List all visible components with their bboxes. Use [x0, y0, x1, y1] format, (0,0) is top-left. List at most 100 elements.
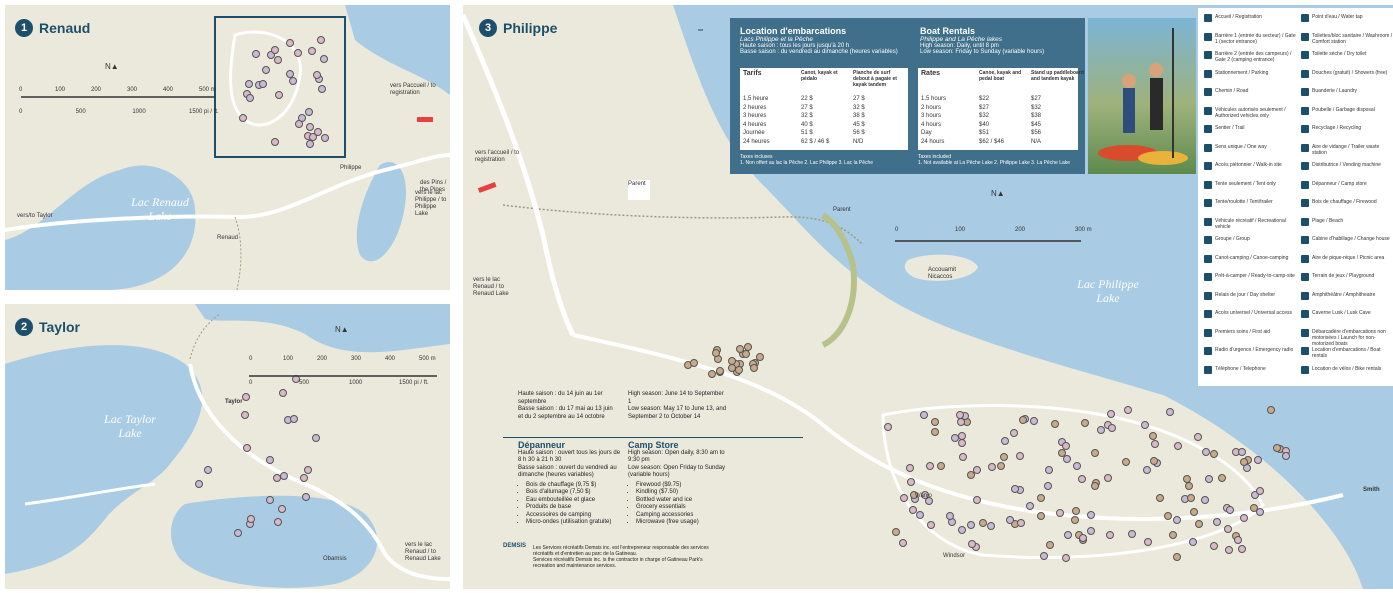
- campsite-marker: [1016, 518, 1025, 527]
- campsite-marker: [251, 50, 260, 59]
- legend-label: Bois de chauffage / Firewood: [1312, 199, 1377, 205]
- legend-item: Accès universel / Universal access: [1204, 310, 1298, 318]
- campsite-marker: [936, 461, 945, 470]
- water-icon: [1301, 14, 1309, 22]
- legend-item: Chemin / Road: [1204, 88, 1298, 96]
- campsite-marker: [1173, 553, 1182, 562]
- store-item: Microwave (free usage): [636, 519, 733, 527]
- campsite-marker: [736, 345, 745, 354]
- legend-item: Dépanneur / Camp store: [1301, 180, 1393, 189]
- campsite-marker: [1172, 515, 1181, 524]
- rates-cell: 56 $: [853, 130, 865, 136]
- legend-label: Terrain de jeux / Playground: [1312, 273, 1375, 279]
- legend-item: Distributrice / Vending machine: [1301, 162, 1393, 170]
- season-en-high: High season: June 14 to September 1: [628, 391, 724, 405]
- legend-label: Accès piétonnier / Walk-in site: [1215, 162, 1282, 168]
- campsite-marker: [891, 528, 900, 537]
- rates-cell: $45: [1031, 121, 1042, 128]
- legend-item: Radio d'urgence / Emergency radio: [1204, 347, 1298, 355]
- campsite-marker: [1239, 513, 1248, 522]
- rates-cell: Journée: [743, 130, 765, 136]
- legend-label: Véhicules autorisés seulement / Authoriz…: [1215, 106, 1286, 119]
- legend-item: Toilette sèche / Dry toilet: [1301, 51, 1393, 59]
- campsite-marker: [1240, 458, 1249, 467]
- legend-item: Aire de vidange / Trailer waste station: [1301, 143, 1393, 156]
- taylor-spur-road: [24, 482, 156, 506]
- campsite-marker: [265, 456, 274, 465]
- campsite-marker: [1209, 449, 1218, 458]
- demsis-fr: Les Services récréatifs Demsis inc. est …: [533, 545, 709, 557]
- renaud-lake-label: Lac Renaud Lake: [131, 195, 189, 223]
- legend-item: Barrière 1 (entrée du secteur) / Gate 1 …: [1204, 32, 1298, 45]
- scale-tick-label: 0: [19, 87, 23, 93]
- campsite-marker: [899, 494, 908, 503]
- campsite-marker: [294, 49, 303, 58]
- scale-tick-label: 200: [317, 356, 328, 362]
- renaud-ne-lake: [345, 5, 450, 95]
- season-fr-high: Haute saison : du 14 juin au 1er septemb…: [518, 391, 603, 405]
- scale-tick-label: 500 m: [199, 87, 216, 93]
- legend-item: Buanderie / Laundry: [1301, 88, 1393, 96]
- legend-label: Aire de pique-nique / Picnic area: [1312, 254, 1385, 261]
- legend-item: Location de vélos / Bike rentals: [1301, 365, 1393, 374]
- rates-cell: 2 hours: [921, 104, 942, 111]
- campsite-marker: [1001, 436, 1010, 445]
- renaud-scale-bar: [21, 96, 215, 98]
- store-en: Camp Store High season: Open daily, 8:30…: [628, 441, 733, 527]
- campsite-marker: [1187, 494, 1196, 503]
- legend-item: Tente seulement / Tent only: [1204, 180, 1298, 189]
- campsite-marker: [1250, 504, 1259, 513]
- info-icon: [1204, 14, 1212, 22]
- legend-item: Recyclage / Recycling: [1301, 125, 1393, 133]
- campsite-marker: [712, 349, 721, 358]
- rates-cell: N/D: [853, 138, 864, 145]
- rates-cell: $27: [979, 104, 990, 111]
- campsite-marker: [239, 114, 248, 123]
- campsite-marker: [308, 46, 317, 55]
- rates-header-cell: Canoe, kayak and pedal boat: [979, 70, 1022, 82]
- philippe-label-to-renaud: vers le lac Renaud / to Renaud Lake: [473, 277, 509, 297]
- philippe-label-windsor: Windsor: [943, 553, 966, 559]
- rates-header-cell: Stand up paddleboard and tandem kayak: [1031, 70, 1084, 82]
- canoe-camping-icon: [1204, 254, 1212, 263]
- demsis-logo: DEMSIS: [503, 543, 527, 549]
- campsite-marker: [735, 365, 744, 374]
- renaud-lake-shape: [5, 165, 196, 290]
- scale-tick-label: 1500 pi / ft.: [189, 109, 219, 115]
- legend-label: Stationnement / Parking: [1215, 69, 1269, 76]
- taylor-title-text: Taylor: [39, 319, 80, 335]
- campsite-marker: [919, 411, 928, 420]
- campsite-marker: [997, 462, 1006, 471]
- season-fr-low: Basse saison : du 17 mai au 13 juin et d…: [518, 406, 613, 420]
- rates-cell: 62 $ / 46 $: [801, 138, 830, 145]
- campsite-marker: [204, 466, 213, 475]
- campsite-marker: [727, 364, 736, 373]
- campsite-marker: [973, 495, 982, 504]
- taylor-map: [5, 304, 450, 588]
- philippe-title-text: Philippe: [503, 20, 558, 36]
- campsite-marker: [1202, 447, 1211, 456]
- boat-rentals-en-high: High season: Daily, until 8 pm: [920, 43, 999, 49]
- legend-item: Accès piétonnier / Walk-in site: [1204, 162, 1298, 170]
- campsite-marker: [270, 138, 279, 147]
- store-item: Grocery essentials: [636, 504, 733, 512]
- rates-cell: 32 $: [801, 113, 813, 119]
- legend-item: Aire de pique-nique / Picnic area: [1301, 254, 1393, 263]
- campsite-marker: [1044, 466, 1053, 475]
- campsite-marker: [1087, 527, 1096, 536]
- legend-label: Véhicule récréatif / Recreational vehicl…: [1215, 217, 1286, 230]
- picnic-icon: [1301, 254, 1309, 263]
- campsite-marker: [240, 410, 249, 419]
- taylor-number: 2: [15, 318, 33, 336]
- legend-item: Téléphone / Telephone: [1204, 365, 1298, 374]
- campsite-marker: [278, 505, 287, 514]
- taylor-north-arrow: N▲: [335, 325, 349, 334]
- campsite-marker: [1006, 515, 1015, 524]
- legend-label: Recyclage / Recycling: [1312, 125, 1362, 131]
- campsite-marker: [1168, 530, 1177, 539]
- campsite-marker: [242, 443, 251, 452]
- campsite-marker: [1143, 465, 1152, 474]
- philippe-label-registration: vers l'accueil / to registration: [475, 150, 520, 163]
